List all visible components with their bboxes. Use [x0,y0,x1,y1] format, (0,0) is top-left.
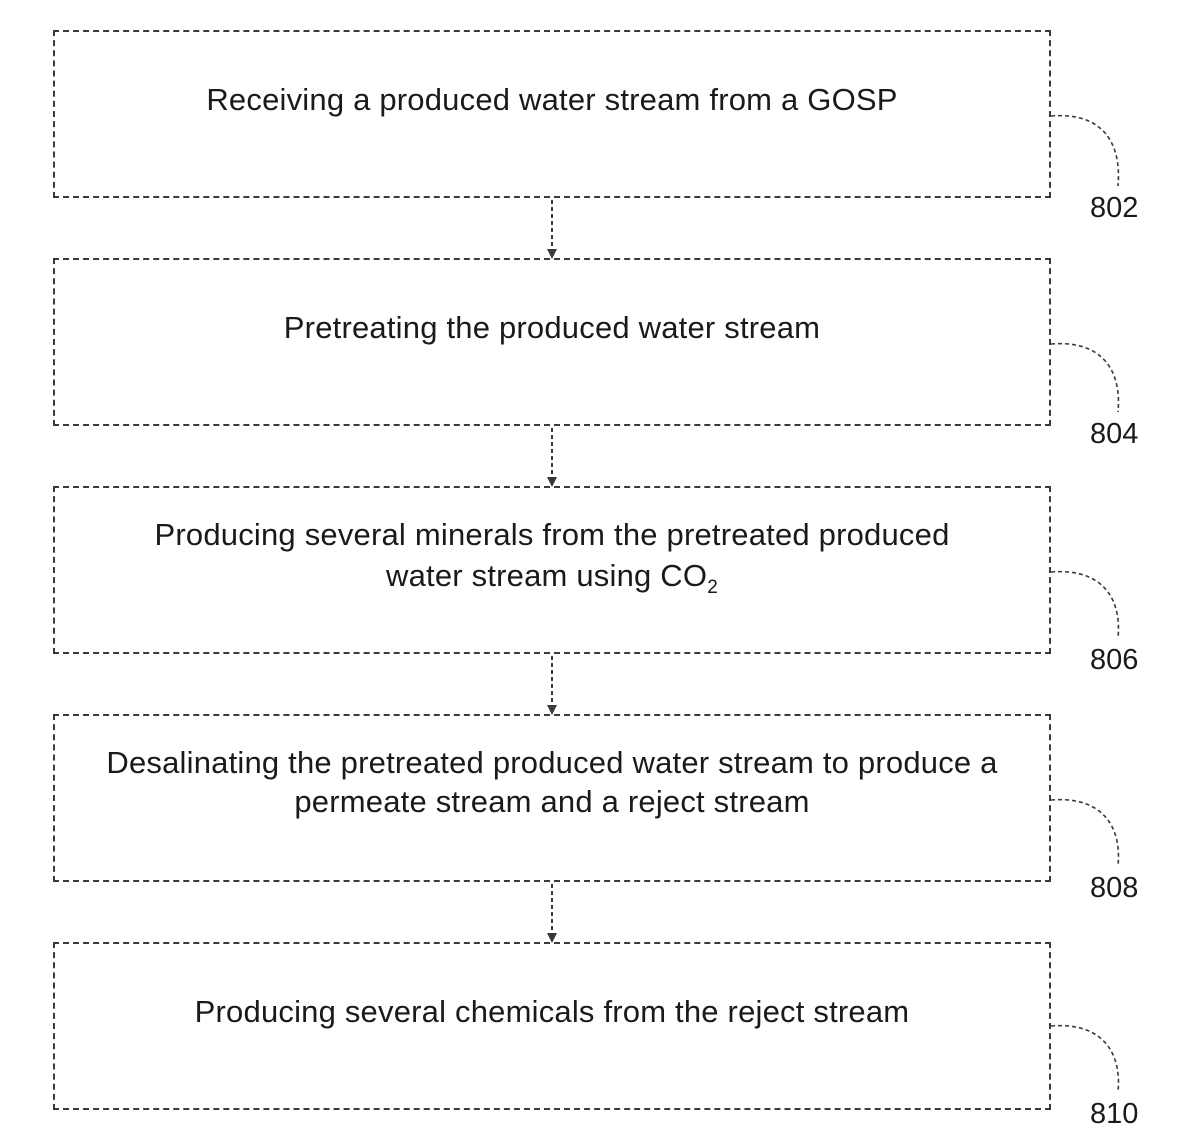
leader-810 [1051,1026,1118,1092]
leader-802 [1051,116,1118,186]
leader-808 [1051,800,1118,866]
leader-806 [1051,572,1118,638]
leader-804 [1051,344,1118,412]
